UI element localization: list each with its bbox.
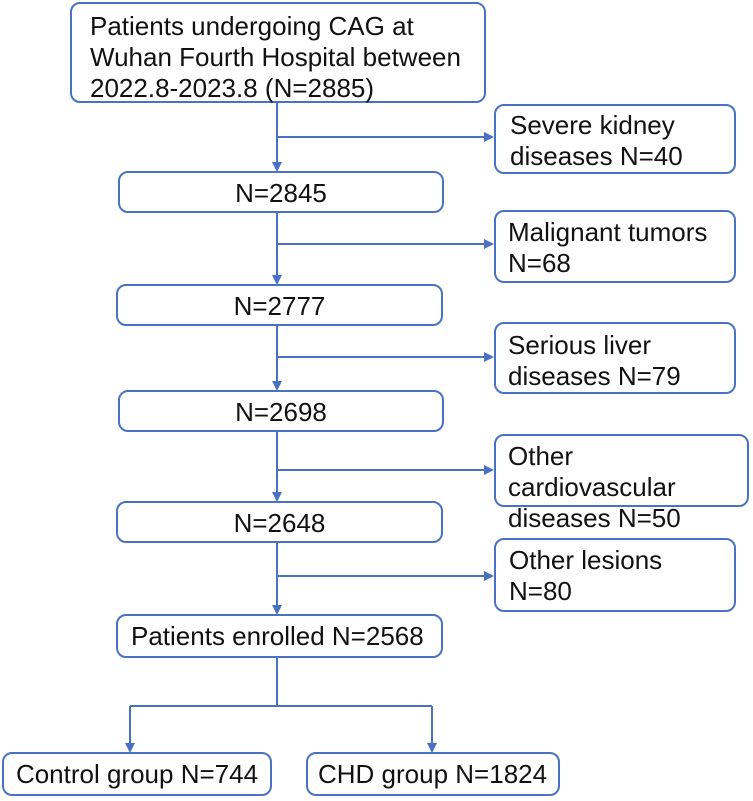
exclusion-4-line-1: Other cardiovascular (508, 441, 676, 502)
step-count-1: N=2845 (235, 178, 327, 208)
exclusion-box-5: Other lesions N=80 (494, 538, 736, 612)
exclusion-5-line-1: Other lesions (509, 545, 663, 575)
control-group-box: Control group N=744 (2, 752, 272, 796)
step-box-4: N=2648 (116, 501, 443, 543)
exclusion-3-line-2: diseases N=79 (508, 361, 681, 391)
start-line-3: 2022.8-2023.8 (N=2885) (90, 73, 375, 103)
step-count-2: N=2777 (233, 291, 326, 321)
step-count-3: N=2698 (235, 397, 327, 427)
exclusion-box-4: Other cardiovascular diseases N=50 (494, 434, 749, 533)
control-group-label: Control group N=744 (15, 759, 259, 789)
exclusion-4-line-2: diseases N=50 (508, 503, 681, 533)
start-box: Patients undergoing CAG at Wuhan Fourth … (70, 2, 486, 103)
exclusion-box-2: Malignant tumors N=68 (494, 210, 736, 283)
exclusion-box-3: Serious liver diseases N=79 (494, 322, 736, 394)
exclusion-2-line-1: Malignant tumors (508, 217, 708, 247)
step-box-2: N=2777 (116, 284, 443, 326)
enrolled-box: Patients enrolled N=2568 (116, 614, 443, 658)
start-line-2: Wuhan Fourth Hospital between (90, 42, 461, 72)
chd-group-label: CHD group N=1824 (318, 759, 548, 789)
exclusion-1-line-2: diseases N=40 (510, 141, 683, 171)
exclusion-box-1: Severe kidney diseases N=40 (494, 104, 736, 174)
exclusion-3-line-1: Serious liver (508, 330, 652, 360)
exclusion-5-line-2: N=80 (509, 576, 572, 606)
chd-group-box: CHD group N=1824 (306, 752, 560, 796)
start-line-1: Patients undergoing CAG at (90, 11, 414, 41)
enrolled-label: Patients enrolled N=2568 (131, 621, 424, 651)
exclusion-1-line-1: Severe kidney (510, 110, 675, 140)
step-count-4: N=2648 (233, 508, 326, 538)
step-box-1: N=2845 (118, 171, 444, 213)
exclusion-2-line-2: N=68 (508, 248, 571, 278)
step-box-3: N=2698 (118, 390, 444, 432)
